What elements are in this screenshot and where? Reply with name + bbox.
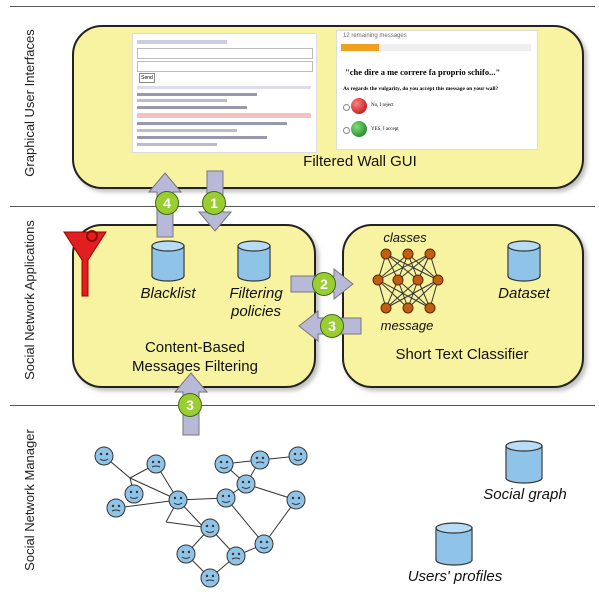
step-badge-3-left: 3 xyxy=(320,314,344,338)
step-badge-2: 2 xyxy=(312,272,336,296)
blacklist-label: Blacklist xyxy=(140,285,196,302)
funnel-icon xyxy=(63,230,107,297)
progress-bar xyxy=(341,44,531,51)
gui-panel-title: Filtered Wall GUI xyxy=(303,153,417,170)
accept-icon xyxy=(351,121,367,137)
dataset-database-icon xyxy=(507,240,541,282)
separator-gui-apps xyxy=(10,206,595,207)
lane-label-gui: Graphical User Interfaces xyxy=(22,29,37,177)
stc-panel-title: Short Text Classifier xyxy=(395,346,529,363)
moderation-question: As regards the vulgarity, do you accept … xyxy=(343,86,499,92)
social-graph-network xyxy=(94,446,308,588)
users-profiles-label: Users' profiles xyxy=(407,568,503,585)
send-button[interactable]: Send xyxy=(139,73,155,83)
remaining-messages-header: 12 remaining messages xyxy=(343,33,407,39)
neural-network-icon xyxy=(372,248,444,314)
filtering-policies-database-icon xyxy=(237,240,271,282)
cbmf-panel-title: Content-Based Messages Filtering xyxy=(132,339,258,375)
content-based-filtering-panel xyxy=(72,224,316,388)
wall-screenshot-left: Send xyxy=(132,33,317,153)
social-graph-database-icon xyxy=(505,440,543,484)
lane-label-manager: Social Network Manager xyxy=(22,429,37,571)
lane-label-apps: Social Network Applications xyxy=(22,220,37,380)
message-label: message xyxy=(380,318,434,333)
separator-top xyxy=(10,6,595,7)
separator-apps-manager xyxy=(10,405,595,406)
dataset-label: Dataset xyxy=(498,285,550,302)
users-profiles-database-icon xyxy=(435,522,473,566)
social-graph-label: Social graph xyxy=(483,486,567,503)
accept-option[interactable]: YES, I accept xyxy=(343,121,443,139)
message-quote: "che dire a me correre fa proprio schifo… xyxy=(345,67,501,77)
moderation-screenshot-right: 12 remaining messages "che dire a me cor… xyxy=(336,30,538,150)
filtering-policies-label: Filtering policies xyxy=(229,285,283,320)
step-badge-3-up: 3 xyxy=(178,393,202,417)
reject-icon xyxy=(351,98,367,114)
classes-label: classes xyxy=(383,230,427,245)
reject-option[interactable]: No, I reject xyxy=(343,98,443,116)
blacklist-database-icon xyxy=(151,240,185,282)
step-badge-4: 4 xyxy=(155,191,179,215)
step-badge-1: 1 xyxy=(202,191,226,215)
